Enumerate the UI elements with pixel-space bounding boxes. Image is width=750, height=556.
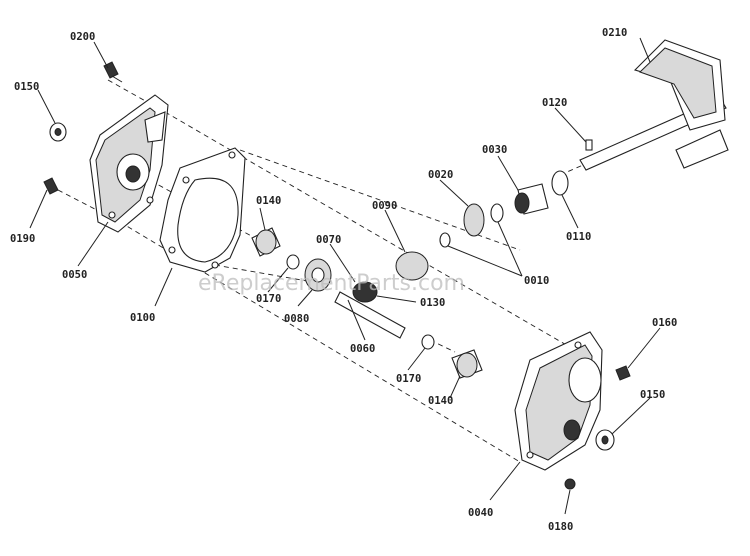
callout-0170-top: 0170 [256,293,281,305]
callout-0200: 0200 [70,31,95,43]
gear-0020 [463,203,485,237]
callout-0160: 0160 [652,317,677,329]
worm-gear-0090 [395,251,429,281]
callout-0090: 0090 [372,200,397,212]
callout-0110: 0110 [566,231,591,243]
callout-labels: 0200 0150 0190 0050 0100 0140 0170 0080 … [10,27,677,533]
callout-0190: 0190 [10,233,35,245]
washer-0170-top [286,254,300,270]
bearing-0140-bottom [451,349,483,379]
screw-0160 [615,365,631,381]
screw-0200 [103,61,123,83]
left-gear-housing [89,94,169,233]
washer-0150-bottom [595,429,615,451]
callout-0120: 0120 [542,97,567,109]
callout-0060: 0060 [350,343,375,355]
key-0120 [585,139,593,151]
gear-0080 [304,258,332,292]
impeller-shaft-0210 [579,39,729,171]
bearing-0140-top [251,227,281,257]
gasket [159,147,246,273]
bearing-0030 [514,183,549,215]
callout-0130: 0130 [420,297,445,309]
watermark: eReplacementParts.com [198,271,465,296]
washers-0010 [439,203,504,248]
right-gear-housing [514,331,603,471]
callout-0030: 0030 [482,144,507,156]
callout-0150-bottom: 0150 [640,389,665,401]
callout-0180: 0180 [548,521,573,533]
washer-0150-top [49,122,67,142]
nut-0180 [564,478,576,490]
callout-0140-bottom: 0140 [428,395,453,407]
washer-0170-bottom [421,334,435,350]
callout-0020: 0020 [428,169,453,181]
washer-0110 [551,170,569,196]
callout-0170-bottom: 0170 [396,373,421,385]
leader-lines [29,37,661,515]
callout-0070: 0070 [316,234,341,246]
callout-0100: 0100 [130,312,155,324]
callout-0080: 0080 [284,313,309,325]
callout-0210: 0210 [602,27,627,39]
bushing-0130 [352,281,378,303]
callout-0040: 0040 [468,507,493,519]
callout-0010: 0010 [524,275,549,287]
callout-0140-top: 0140 [256,195,281,207]
shaft-0060 [334,291,406,339]
callout-0150-top: 0150 [14,81,39,93]
screw-0190 [43,177,59,195]
callout-0050: 0050 [62,269,87,281]
